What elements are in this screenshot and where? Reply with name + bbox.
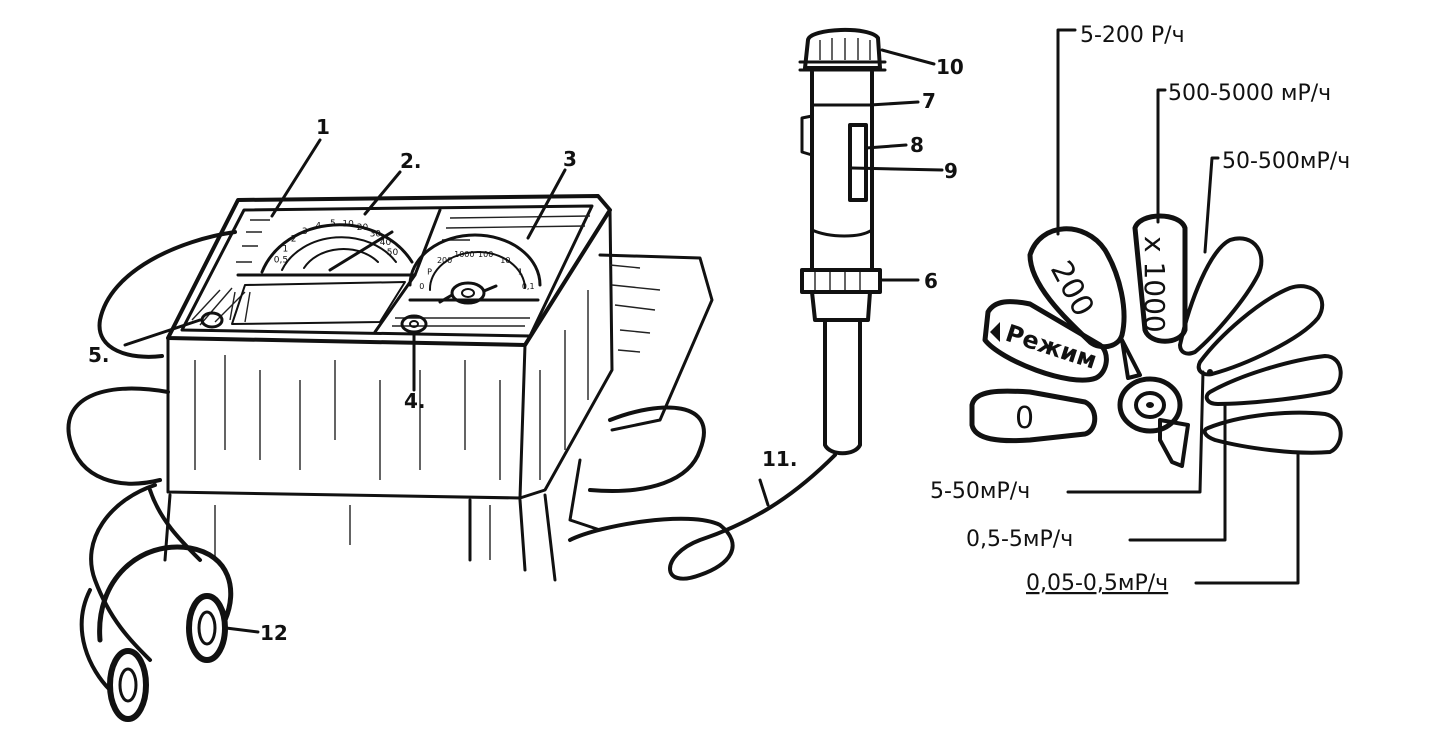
- petal-mode-label: Режим: [1002, 319, 1100, 375]
- leader-1000: [1156, 88, 1167, 224]
- dial-scale-label-8: 30: [370, 229, 382, 239]
- switch-scale-label-0: 0: [419, 282, 424, 291]
- callout-1: 1: [316, 115, 330, 139]
- switch-scale-label-2: 200: [437, 256, 452, 265]
- switch-scale-label-7: 0,1: [522, 282, 535, 291]
- callout-9: 9: [944, 159, 958, 183]
- dial-scale-label-9: 40: [380, 238, 392, 248]
- callout-12: 12: [260, 621, 288, 645]
- callout-2: 2.: [400, 149, 422, 173]
- leader-200: [1056, 28, 1077, 236]
- dial-scale-label-0: 0,5: [274, 255, 288, 265]
- switch-scale-label-1: Р: [427, 267, 432, 276]
- callout-8: 8: [910, 133, 924, 157]
- device-leaders: [123, 48, 944, 392]
- leader-10: [1066, 370, 1205, 494]
- leader-01: [1194, 450, 1300, 585]
- callout-5: 5.: [88, 343, 110, 367]
- switch-scale-label-3: 1000: [454, 250, 474, 259]
- petal-x1000-label: x 1000: [1138, 236, 1171, 333]
- dial-scale-label-7: 20: [357, 223, 369, 233]
- dial-scale-label-3: 3: [302, 227, 308, 237]
- callout-4: 4.: [404, 389, 426, 413]
- dial-scale-label-6: 10: [342, 220, 354, 230]
- petal-50-500: [1178, 236, 1264, 356]
- dial-scale-label-10: 50: [387, 248, 399, 258]
- probe: [798, 28, 887, 456]
- dial-scale-label-5: 5: [330, 219, 336, 229]
- device-callout-labels: 1 2. 3 4. 5. 6 7 8 9 10 11. 12: [88, 55, 964, 645]
- bag-strap: [568, 405, 706, 532]
- petal-200: [1027, 226, 1127, 350]
- callout-11: 11.: [762, 447, 797, 471]
- switch-knob: [1117, 338, 1190, 468]
- petal-200-label: 200: [1043, 255, 1101, 322]
- lamp-button: [200, 311, 224, 329]
- range-0-05-0-5: 0,05-0,5мР/ч: [1026, 571, 1168, 596]
- range-switch-detail: 200 x 1000 Режим 0 5-2: [930, 23, 1350, 596]
- callout-10: 10: [936, 55, 964, 79]
- dial-scale-label-2: 2: [291, 235, 297, 245]
- probe-cable: [568, 453, 837, 581]
- dial-scale-label-1: 1: [283, 244, 289, 254]
- petal-x1000: [1132, 213, 1188, 344]
- headphone-cable: [66, 230, 237, 692]
- switch-scale-label-6: 1: [518, 267, 523, 276]
- callout-6: 6: [924, 269, 938, 293]
- switch-scale-label-5: 10: [500, 256, 510, 265]
- range-5-50: 5-50мР/ч: [930, 479, 1030, 504]
- leader-1: [1128, 402, 1227, 542]
- range-50-500: 50-500мР/ч: [1222, 149, 1350, 174]
- dial-scale-label-4: 4: [315, 222, 321, 232]
- range-5-200: 5-200 Р/ч: [1080, 23, 1185, 48]
- petal-0-5-5: [1204, 354, 1343, 406]
- range-0-5-5: 0,5-5мР/ч: [966, 527, 1073, 552]
- switch-scale-label-4: 100: [478, 250, 493, 259]
- petal-0-05-0-5: [1202, 410, 1343, 455]
- callout-7: 7: [922, 89, 936, 113]
- callout-3: 3: [563, 147, 577, 171]
- petal-zero-label: 0: [1015, 401, 1034, 436]
- leader-100: [1203, 156, 1220, 254]
- headphones: [97, 544, 260, 722]
- instrument-box: [163, 194, 714, 582]
- petal-zero: [969, 388, 1098, 444]
- petal-mode: [982, 299, 1109, 383]
- mode-triangle: [990, 322, 1000, 342]
- range-500-5000: 500-5000 мР/ч: [1168, 81, 1331, 106]
